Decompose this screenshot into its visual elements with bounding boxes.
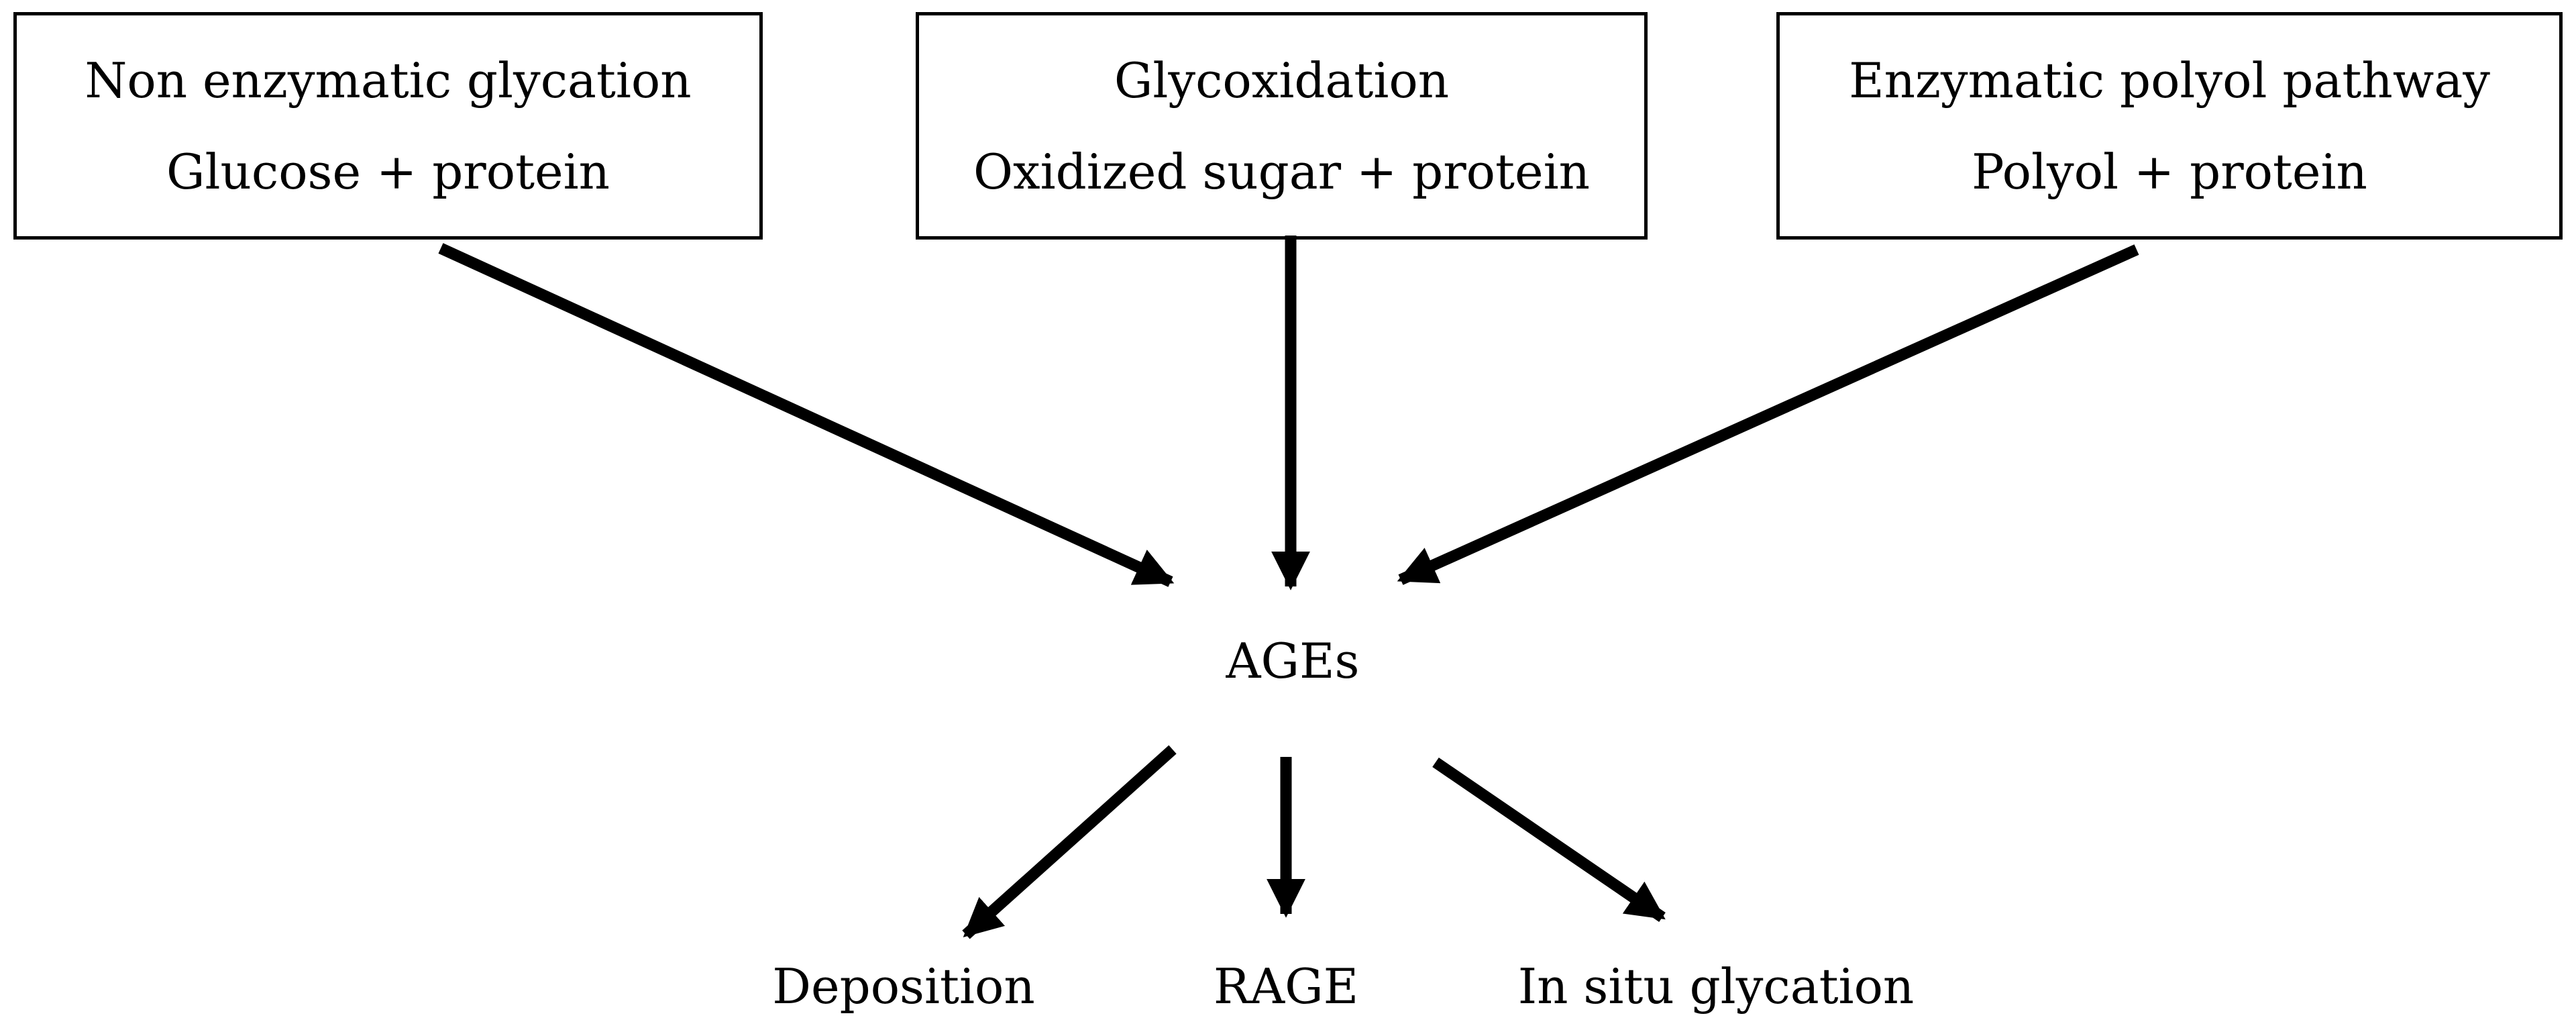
source-title: Non enzymatic glycation <box>85 52 692 109</box>
source-title: Glycoxidation <box>1114 52 1450 109</box>
arrow-ages-to-deposition <box>962 745 1177 939</box>
source-box-glycoxidation: Glycoxidation Oxidized sugar + protein <box>916 12 1648 240</box>
arrow-ages-to-in-situ-glycation <box>1432 757 1666 923</box>
source-title: Enzymatic polyol pathway <box>1849 52 2490 109</box>
source-box-non-enzymatic-glycation: Non enzymatic glycation Glucose + protei… <box>13 12 763 240</box>
outcome-deposition: Deposition <box>772 958 1035 1015</box>
source-box-enzymatic-polyol-pathway: Enzymatic polyol pathway Polyol + protei… <box>1776 12 2563 240</box>
source-reaction: Oxidized sugar + protein <box>973 143 1590 200</box>
outcome-in-situ-glycation: In situ glycation <box>1517 958 1915 1015</box>
source-reaction: Polyol + protein <box>1972 143 2367 200</box>
source-reaction: Glucose + protein <box>166 143 610 200</box>
outcome-rage: RAGE <box>1213 958 1359 1015</box>
ages-label: AGEs <box>1226 633 1360 689</box>
arrow-non-enzymatic-to-ages <box>438 243 1175 587</box>
arrow-polyol-to-ages <box>1397 244 2139 585</box>
